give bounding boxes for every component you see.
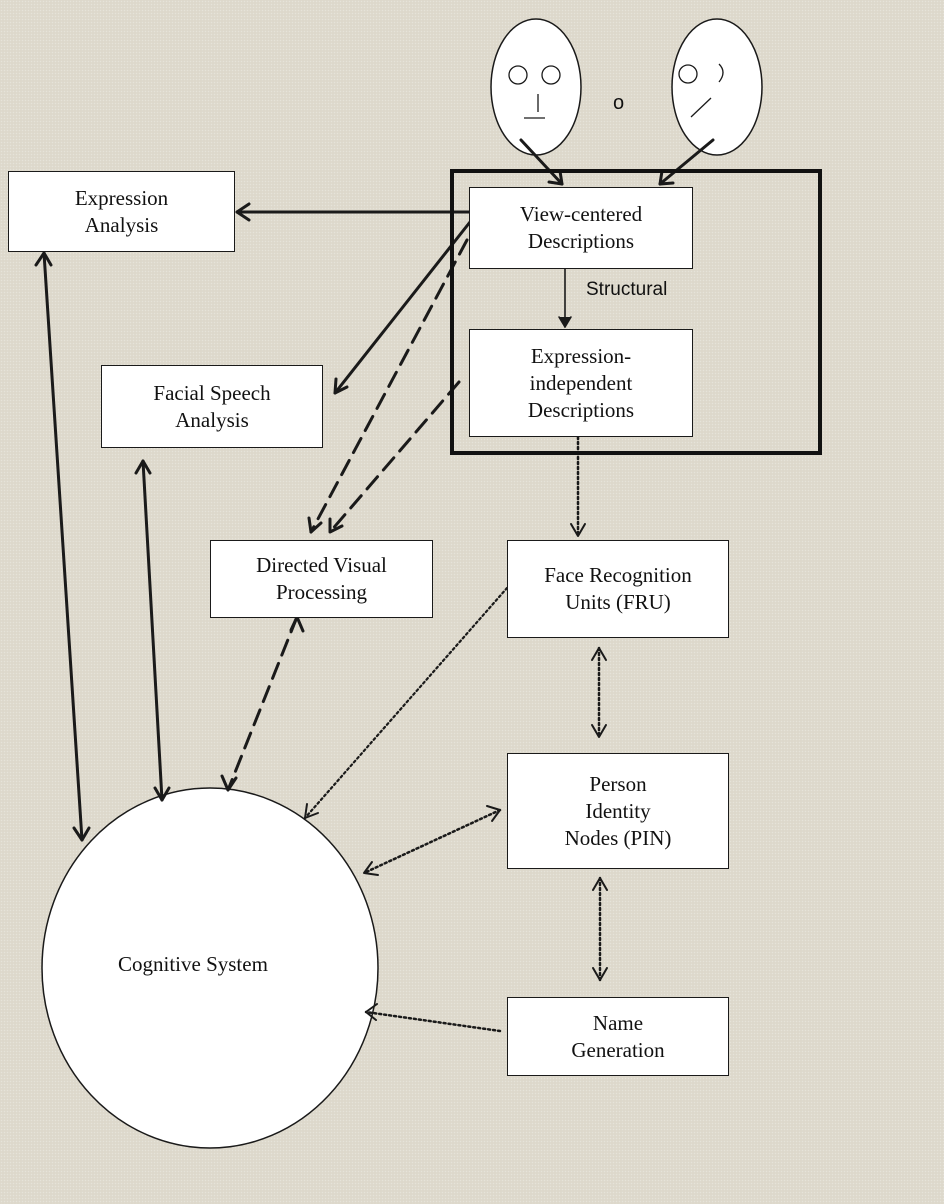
dashed-arrow-directed-cognitive xyxy=(220,615,305,792)
pin-line2: Identity xyxy=(585,798,651,823)
face-separator: o xyxy=(613,92,625,114)
dotted-arrow-pin-name xyxy=(592,876,608,982)
arrow-speech-cognitive xyxy=(134,459,171,802)
dotted-arrow-pin-cognitive xyxy=(362,805,502,876)
expression-independent-box: Expression- independent Descriptions xyxy=(469,329,693,437)
expression-independent-line2: independent xyxy=(529,370,633,395)
name-generation-line1: Name xyxy=(592,1010,644,1035)
view-centered-box: View-centered Descriptions xyxy=(469,187,693,269)
expression-analysis-line2: Analysis xyxy=(84,212,159,237)
fru-line2: Units (FRU) xyxy=(565,590,671,614)
arrow-profile-to-view xyxy=(658,138,715,186)
structural-encoding-frame xyxy=(450,169,822,455)
expression-analysis-box: Expression Analysis xyxy=(8,171,235,252)
cognitive-system-circle xyxy=(41,787,379,1149)
name-generation-line2: Generation xyxy=(571,1037,665,1062)
expression-analysis-line1: Expression xyxy=(74,185,169,210)
facial-speech-line2: Analysis xyxy=(175,407,249,432)
name-generation-box: Name Generation xyxy=(507,997,729,1076)
dotted-arrow-fru-to-cognitive xyxy=(303,586,509,820)
dashed-arrow-independent-to-directed xyxy=(328,380,461,534)
view-centered-line2: Descriptions xyxy=(527,229,635,253)
directed-visual-line1: Directed Visual xyxy=(256,553,387,577)
view-centered-line1: View-centered xyxy=(519,202,643,226)
front-face-icon xyxy=(490,18,582,156)
dotted-arrow-name-to-cognitive xyxy=(364,1003,502,1033)
dotted-arrow-fru-pin xyxy=(591,646,607,739)
fru-box: Face Recognition Units (FRU) xyxy=(507,540,729,638)
directed-visual-box: Directed Visual Processing xyxy=(210,540,433,618)
directed-visual-line2: Processing xyxy=(276,580,367,604)
pin-line3: Nodes (PIN) xyxy=(564,825,672,850)
arrow-view-to-speech xyxy=(333,220,472,395)
pin-box: Person Identity Nodes (PIN) xyxy=(507,753,729,869)
arrow-structural xyxy=(558,257,572,328)
pin-line1: Person xyxy=(589,771,647,796)
dashed-arrow-view-to-directed xyxy=(307,238,469,534)
arrow-expression-cognitive xyxy=(34,251,91,842)
fru-line1: Face Recognition xyxy=(544,563,692,587)
facial-speech-line1: Facial Speech xyxy=(153,380,271,405)
structural-label: Structural xyxy=(586,279,668,300)
arrow-face-to-view xyxy=(519,138,564,186)
cognitive-system-label: Cognitive System xyxy=(118,952,268,976)
expression-independent-line3: Descriptions xyxy=(527,397,635,422)
expression-independent-line1: Expression- xyxy=(530,343,632,368)
profile-face-icon xyxy=(671,18,763,156)
arrow-view-to-expression xyxy=(235,202,472,222)
facial-speech-box: Facial Speech Analysis xyxy=(101,365,323,448)
